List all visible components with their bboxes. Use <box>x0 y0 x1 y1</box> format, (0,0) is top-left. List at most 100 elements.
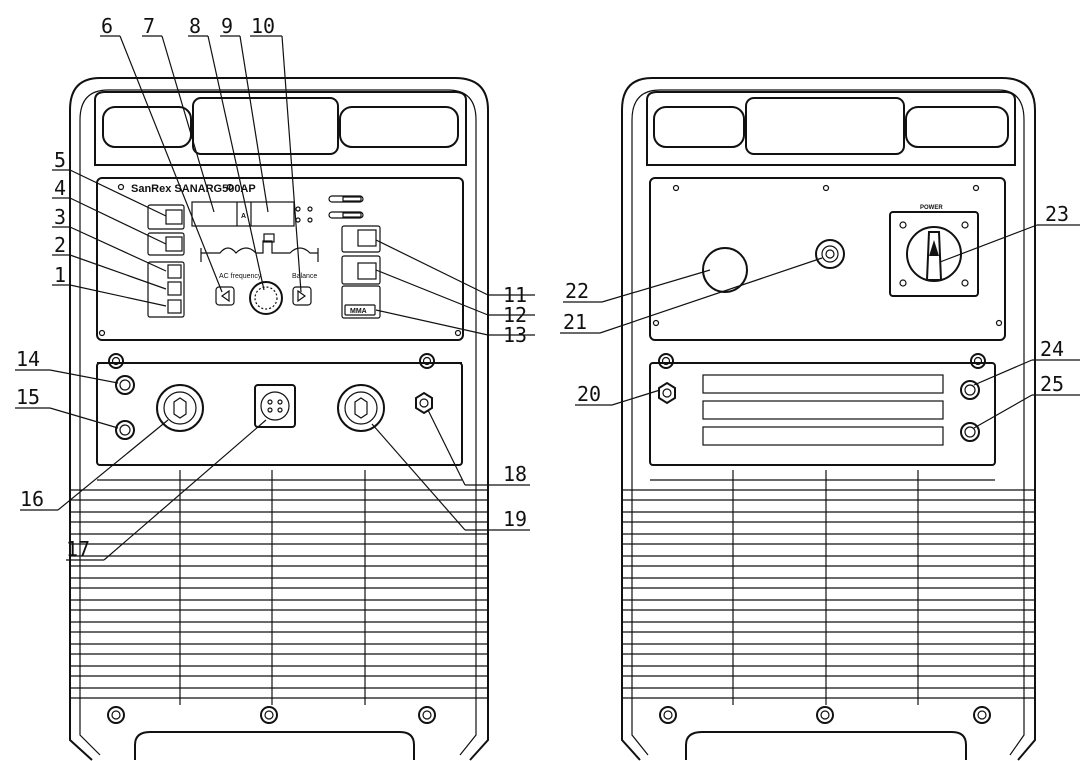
connector-15[interactable] <box>115 420 135 440</box>
gas-outlet-18[interactable] <box>415 391 433 415</box>
button-3[interactable] <box>167 264 182 279</box>
connector-25[interactable] <box>960 422 980 442</box>
amps-label: A <box>241 213 246 220</box>
rear-lower-panel <box>649 362 996 466</box>
front-housing-inner <box>79 89 477 756</box>
svg-text:17: 17 <box>66 537 90 561</box>
callout-14: 14 <box>15 347 119 384</box>
svg-text:2: 2 <box>54 233 66 257</box>
callout-4: 4 <box>52 176 167 245</box>
svg-text:5: 5 <box>54 148 66 172</box>
svg-text:8: 8 <box>189 14 201 38</box>
svg-text:15: 15 <box>16 385 40 409</box>
main-knob[interactable] <box>249 281 283 315</box>
svg-text:10: 10 <box>251 14 275 38</box>
mma-button[interactable] <box>344 304 376 316</box>
svg-text:9: 9 <box>221 14 233 38</box>
power-label: POWER <box>920 205 943 211</box>
button-1[interactable] <box>167 299 182 314</box>
callout-9: 9 <box>220 14 269 213</box>
panel-screw <box>98 329 106 337</box>
front-handle <box>94 91 467 166</box>
button-12[interactable] <box>341 255 381 285</box>
front-connector-panel <box>96 362 463 466</box>
button-5-face <box>165 209 183 225</box>
button-4[interactable] <box>147 232 185 256</box>
button-11[interactable] <box>341 225 381 253</box>
rear-fan-slot <box>702 374 944 394</box>
button-5[interactable] <box>147 204 185 230</box>
callout-2: 2 <box>52 233 167 290</box>
panel-bolt <box>108 353 124 369</box>
callout-17: 17 <box>66 419 267 561</box>
rear-callouts: 20 21 22 23 24 25 <box>560 202 1080 429</box>
svg-text:13: 13 <box>503 323 527 347</box>
front-housing-outline <box>69 77 489 761</box>
gas-inlet-20[interactable] <box>658 381 676 405</box>
display-frame <box>191 201 295 227</box>
rear-housing-inner <box>631 89 1025 756</box>
output-terminal-16[interactable] <box>156 384 204 432</box>
rear-housing-outline <box>621 77 1036 761</box>
callout-1: 1 <box>52 263 167 307</box>
rear-view: POWER <box>621 77 1036 761</box>
svg-text:7: 7 <box>143 14 155 38</box>
svg-text:18: 18 <box>503 462 527 486</box>
front-handle-slot-left <box>102 106 192 148</box>
callout-24: 24 <box>973 337 1080 386</box>
ac-frequency-label: AC frequency <box>219 273 262 280</box>
svg-text:21: 21 <box>563 310 587 334</box>
cable-gland-22 <box>702 247 748 293</box>
callout-23: 23 <box>939 202 1080 263</box>
svg-text:4: 4 <box>54 176 66 200</box>
callout-13: 13 <box>375 309 535 347</box>
callout-12: 12 <box>375 269 535 327</box>
mma-label: MMA <box>350 308 367 315</box>
svg-text:14: 14 <box>16 347 40 371</box>
weld-cycle-schematic <box>201 240 318 254</box>
mode-selector-group <box>147 261 185 318</box>
callout-16: 16 <box>20 419 169 511</box>
button-10[interactable] <box>292 286 312 306</box>
callout-8: 8 <box>188 14 265 291</box>
svg-text:1: 1 <box>54 263 66 287</box>
input-cable-21[interactable] <box>815 239 845 269</box>
panel-bolt <box>419 353 435 369</box>
connector-24[interactable] <box>960 380 980 400</box>
callout-22: 22 <box>563 269 711 303</box>
callout-10: 10 <box>250 14 302 293</box>
power-switch-housing <box>889 211 979 297</box>
panel-screw <box>117 183 125 191</box>
svg-text:24: 24 <box>1040 337 1064 361</box>
svg-text:23: 23 <box>1045 202 1069 226</box>
button-6[interactable] <box>215 286 235 306</box>
callout-5: 5 <box>52 148 167 217</box>
callout-15: 15 <box>15 385 119 429</box>
output-terminal-19[interactable] <box>337 384 385 432</box>
front-vent-grille <box>70 470 488 705</box>
rear-vent-grille <box>622 470 1035 705</box>
connector-14[interactable] <box>115 375 135 395</box>
callout-21: 21 <box>560 257 823 334</box>
callout-19: 19 <box>371 423 530 531</box>
svg-text:11: 11 <box>503 283 527 307</box>
panel-screw <box>454 329 462 337</box>
svg-text:6: 6 <box>101 14 113 38</box>
svg-text:3: 3 <box>54 205 66 229</box>
brand-label: SanRex SANARG500AP <box>131 183 256 195</box>
button-2[interactable] <box>167 281 182 296</box>
callout-18: 18 <box>427 409 530 486</box>
callout-11: 11 <box>375 239 535 307</box>
button-13[interactable] <box>341 285 381 319</box>
callout-6: 6 <box>100 14 223 293</box>
panel-screw <box>226 183 234 191</box>
callout-3: 3 <box>52 205 167 272</box>
front-control-panel <box>96 177 464 341</box>
balance-label: Balance <box>292 273 317 280</box>
callout-25: 25 <box>973 372 1080 429</box>
svg-text:12: 12 <box>503 303 527 327</box>
svg-text:16: 16 <box>20 487 44 511</box>
control-socket-17[interactable] <box>254 384 296 428</box>
front-callouts: 1 2 3 4 5 6 7 8 9 10 11 12 13 14 15 16 1… <box>15 14 535 561</box>
